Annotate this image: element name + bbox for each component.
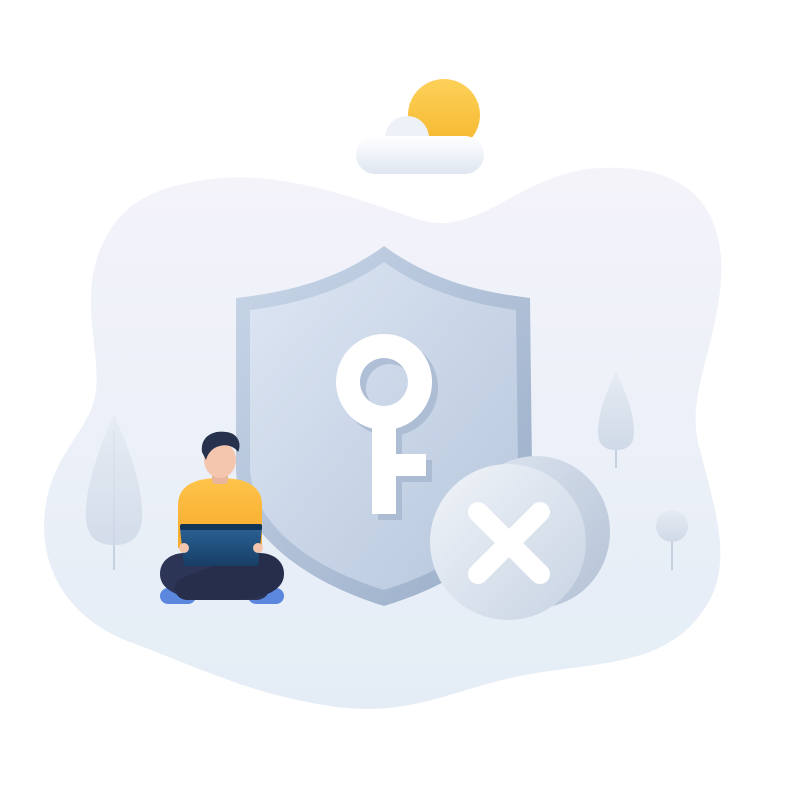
key-icon xyxy=(336,334,439,520)
tree-icon xyxy=(85,415,143,570)
tree-icon xyxy=(656,510,688,570)
head xyxy=(204,442,236,478)
hair xyxy=(201,431,240,460)
laptop xyxy=(180,528,262,566)
tree-icon xyxy=(598,372,634,468)
person-with-laptop xyxy=(160,431,284,604)
cloud-icon xyxy=(356,116,484,174)
close-icon xyxy=(430,456,610,620)
